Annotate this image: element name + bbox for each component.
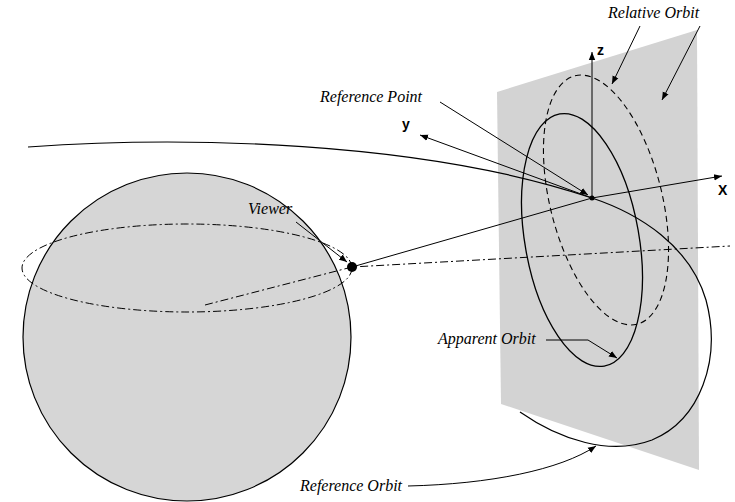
axis-label: z [597,42,604,58]
axis-label: y [402,116,410,132]
y-axis [420,135,592,198]
line-of-sight [205,246,730,305]
equator [22,224,352,312]
relative-orbit [521,62,692,337]
orbit-label: Apparent Orbit [438,330,536,348]
view-plane [497,30,699,470]
orbit-label: Reference Orbit [300,477,402,495]
reference-orbit [28,142,711,446]
earth-sphere [23,173,351,501]
point-label: Reference Point [320,88,422,106]
viewer-dot [347,262,357,272]
x-axis [592,176,722,198]
leader-line [440,102,588,195]
reference-point [590,196,595,201]
leader-line [662,26,700,100]
orbit-label: Relative Orbit [608,4,699,22]
viewer-label: Viewer [248,200,292,218]
viewer-ray [352,198,592,267]
axis-label: X [718,182,727,198]
leader-line [408,446,596,486]
leader-line [546,340,617,358]
leader-line [612,26,640,84]
leader-line [296,222,347,262]
z-axis [592,52,593,198]
